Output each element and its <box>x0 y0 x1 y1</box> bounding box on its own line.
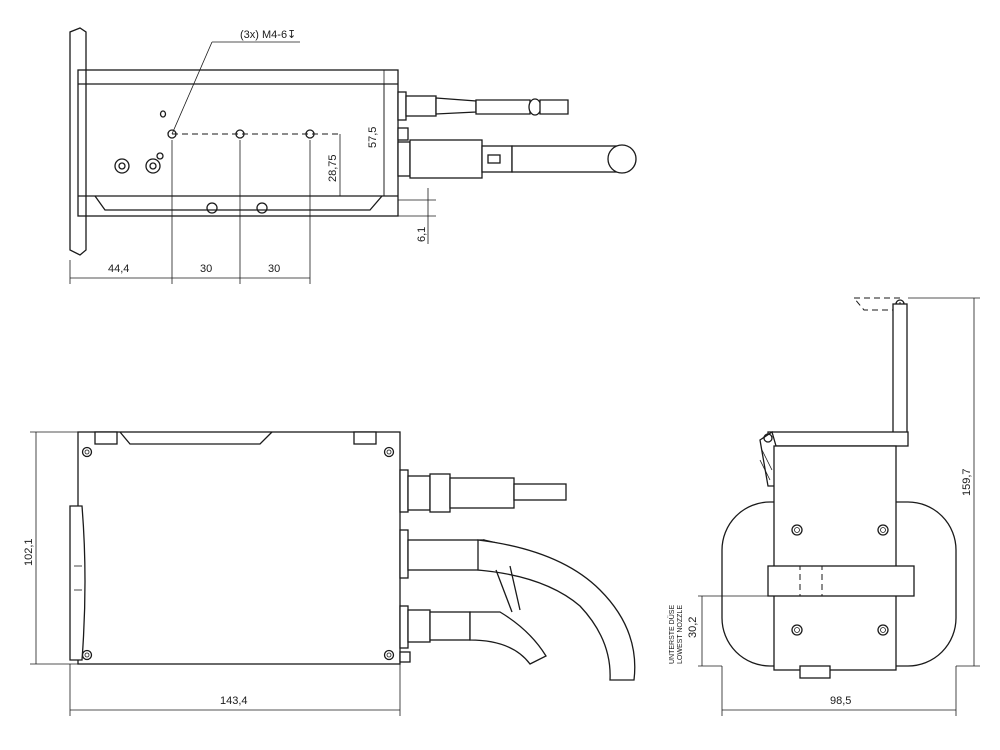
top-cable <box>511 145 623 173</box>
side-screw-3 <box>791 624 803 636</box>
dim-front-width: 143,4 <box>220 695 248 707</box>
front-flange <box>69 505 86 661</box>
dim-front-height: 102,1 <box>23 538 35 566</box>
side-clamp <box>767 565 915 597</box>
nozzle-label-en: LOWEST NOZZLE <box>677 605 684 664</box>
top-cable-connector <box>409 139 483 179</box>
front-connector-2 <box>407 539 485 571</box>
dim-side-nozzle: 30,2 <box>687 617 699 638</box>
top-body <box>77 69 399 217</box>
front-cable-2 <box>477 539 636 681</box>
dim-side-total-height: 159,7 <box>961 468 973 496</box>
front-screw-1 <box>81 446 93 458</box>
top-port-1 <box>114 158 130 174</box>
nozzle-label-de: UNTERSTE DÜSE <box>668 605 676 664</box>
front-view: 102,1 143,4 <box>23 431 636 716</box>
side-screw-2 <box>877 524 889 536</box>
top-port-2 <box>145 158 161 174</box>
top-view: 44,4 30 30 57,5 28,75 6,1 (3x) M4-6↧ <box>69 27 637 284</box>
side-screw-4 <box>877 624 889 636</box>
side-arm <box>852 297 901 311</box>
front-cable-3 <box>469 611 547 665</box>
dim-top-height: 57,5 <box>367 127 379 148</box>
dim-top-pitch-2: 30 <box>268 263 280 275</box>
front-body <box>77 431 401 665</box>
dim-top-hole-height: 28,75 <box>327 154 339 182</box>
front-cable-1 <box>513 483 567 501</box>
side-view: 159,7 98,5 30,2 UNTERSTE DÜSE LOWEST NOZ… <box>668 297 980 716</box>
front-screw-4 <box>383 649 395 661</box>
dim-top-offset: 6,1 <box>416 227 428 242</box>
dim-side-width: 98,5 <box>830 695 851 707</box>
dim-top-left: 44,4 <box>108 263 129 275</box>
side-top-frame <box>767 431 909 447</box>
front-screw-2 <box>383 446 395 458</box>
dim-top-pitch-1: 30 <box>200 263 212 275</box>
side-screw-1 <box>791 524 803 536</box>
thread-callout: (3x) M4-6↧ <box>240 29 296 41</box>
